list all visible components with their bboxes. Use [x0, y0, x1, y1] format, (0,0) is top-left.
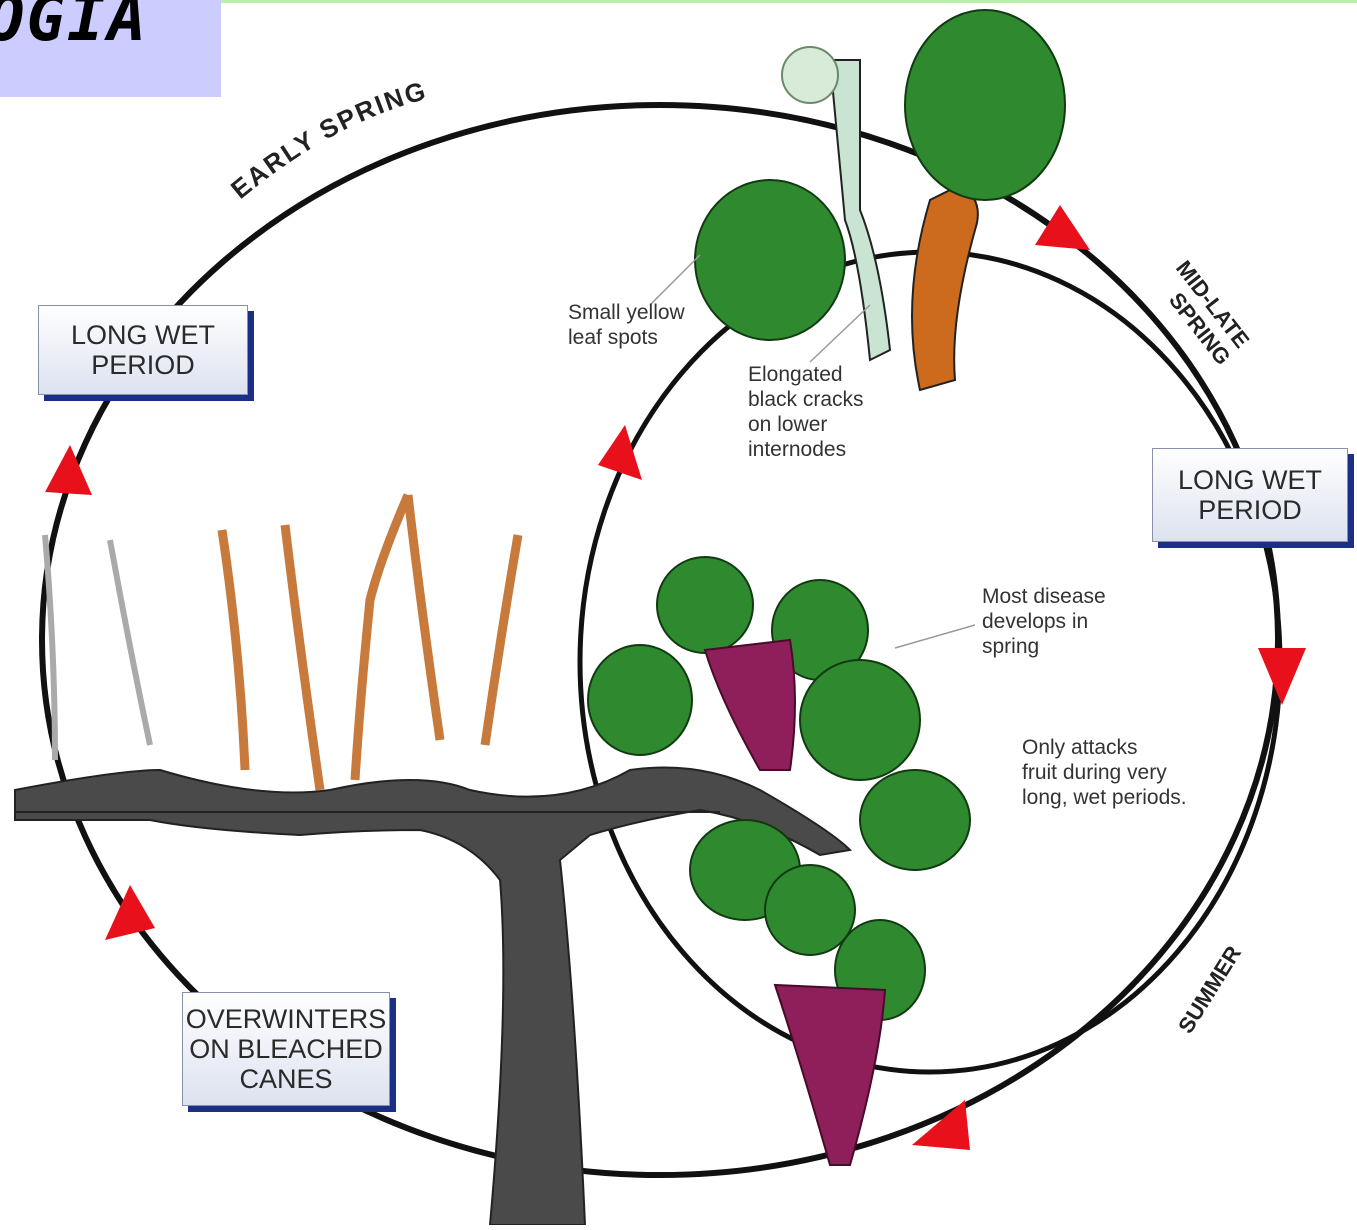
summer-label: SUMMER	[1173, 941, 1246, 1037]
grape-bunch-lower	[775, 985, 885, 1165]
black-cracks-note: Elongated black cracks on lower internod…	[748, 362, 864, 462]
leaf-spots-note: Small yellow leaf spots	[568, 300, 685, 350]
arrow-right-down-icon	[1258, 648, 1306, 705]
grape-bunch-upper	[705, 640, 795, 770]
overwinters-box: OVERWINTERS ON BLEACHED CANES	[182, 992, 390, 1106]
upper-leaf	[905, 10, 1065, 200]
flower-cluster	[782, 47, 838, 103]
bleached-canes	[45, 535, 150, 760]
growing-canes	[222, 495, 518, 790]
fruit-attack-note: Only attacks fruit during very long, wet…	[1022, 735, 1187, 810]
page-title: OGIA	[0, 0, 148, 56]
early-spring-label: EARLY SPRING	[225, 75, 430, 204]
arrow-left-up-icon	[45, 445, 92, 495]
top-accent-bar	[221, 0, 1357, 3]
arrow-inner-up-icon	[598, 425, 642, 480]
long-wet-period-right-box: LONG WET PERIOD	[1152, 448, 1348, 542]
side-leaf	[695, 180, 845, 340]
long-wet-period-left-box: LONG WET PERIOD	[38, 305, 248, 395]
arrow-top-right-icon	[1035, 205, 1090, 250]
most-disease-note: Most disease develops in spring	[982, 584, 1106, 659]
title-banner: OGIA	[0, 0, 221, 97]
